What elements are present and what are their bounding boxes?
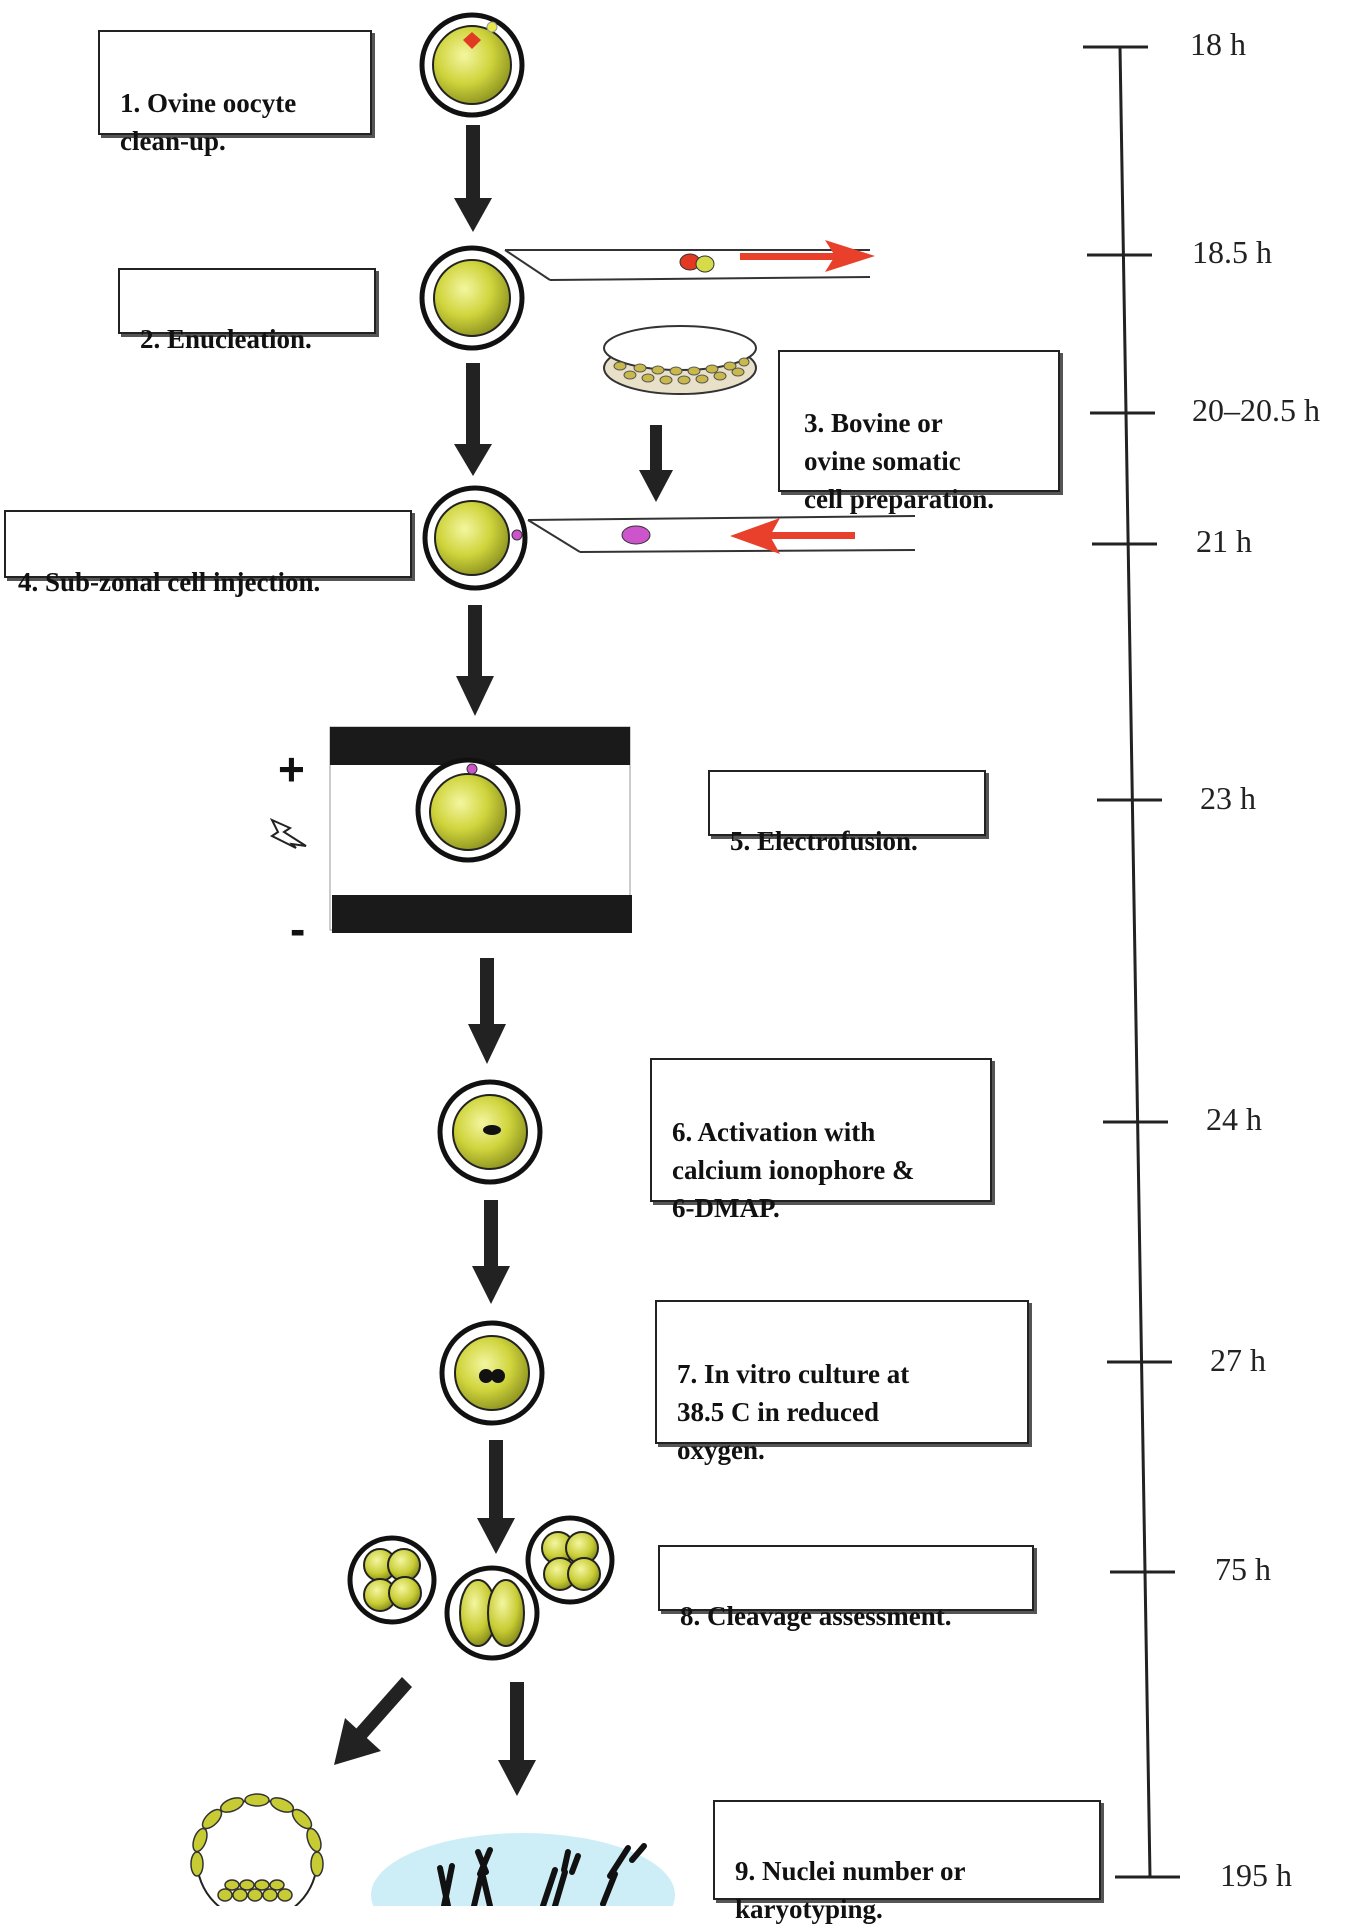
- negative-sign: -: [290, 903, 306, 955]
- arrow-down-icon: [472, 1200, 510, 1304]
- arrow-down-icon: [468, 958, 506, 1064]
- time-label: 21 h: [1196, 523, 1252, 559]
- time-label: 18.5 h: [1192, 234, 1272, 270]
- arrow-down-icon: [498, 1682, 536, 1796]
- step-5-box: 5. Electrofusion.: [708, 770, 986, 856]
- electrofusion-chamber: [329, 726, 632, 933]
- arrow-down-icon: [456, 605, 494, 716]
- step-7-box: 7. In vitro culture at 38.5 C in reduced…: [655, 1300, 1029, 1465]
- time-label: 23 h: [1200, 780, 1256, 816]
- step-3-label: 3. Bovine or ovine somatic cell preparat…: [804, 408, 994, 514]
- step-2-label: 2. Enucleation.: [140, 324, 312, 354]
- step-8-label: 8. Cleavage assessment.: [680, 1601, 952, 1631]
- step-8-box: 8. Cleavage assessment.: [658, 1545, 1034, 1631]
- step-6-label: 6. Activation with calcium ionophore & 6…: [672, 1117, 915, 1223]
- blastocyst-icon: [190, 1793, 324, 1906]
- time-label: 27 h: [1210, 1342, 1266, 1378]
- step-4-box: 4. Sub-zonal cell injection.: [4, 510, 412, 597]
- step-4-label: 4. Sub-zonal cell injection.: [18, 567, 321, 597]
- arrow-down-icon: [454, 125, 492, 232]
- arrow-down-icon: [454, 363, 492, 476]
- pipette-icon: [504, 249, 871, 281]
- oocyte-icon: [437, 1079, 543, 1185]
- step-5-label: 5. Electrofusion.: [730, 826, 918, 856]
- lightning-icon: [269, 817, 307, 849]
- embryo-2-cell-icon: [444, 1565, 540, 1661]
- time-label: 24 h: [1206, 1101, 1262, 1137]
- time-label: 75 h: [1215, 1551, 1271, 1587]
- oocyte-icon: [419, 12, 525, 118]
- step-1-label: 1. Ovine oocyte clean-up.: [120, 88, 297, 156]
- time-label: 195 h: [1220, 1857, 1292, 1893]
- positive-sign: +: [278, 743, 305, 795]
- step-2-box: 2. Enucleation.: [118, 268, 376, 354]
- step-7-label: 7. In vitro culture at 38.5 C in reduced…: [677, 1359, 910, 1465]
- arrow-down-icon: [639, 425, 673, 502]
- oocyte-icon: [422, 485, 528, 591]
- pipette-icon: [527, 515, 916, 553]
- arrow-down-icon: [477, 1440, 515, 1554]
- negative-electrode: [332, 895, 632, 933]
- time-label: 18 h: [1190, 26, 1246, 62]
- timeline-axis: [1083, 45, 1180, 1879]
- step-1-box: 1. Ovine oocyte clean-up.: [98, 30, 372, 156]
- oocyte-icon: [419, 245, 525, 351]
- red-arrow-right-icon: [740, 240, 875, 272]
- petri-dish-icon: [603, 325, 757, 395]
- step-9-label: 9. Nuclei number or karyotyping.: [735, 1856, 966, 1924]
- embryo-4-cell-icon: [525, 1515, 615, 1605]
- red-arrow-left-icon: [730, 518, 855, 554]
- step-3-box: 3. Bovine or ovine somatic cell preparat…: [778, 350, 1060, 514]
- chromosome-icon: [371, 1833, 675, 1906]
- step-6-box: 6. Activation with calcium ionophore & 6…: [650, 1058, 992, 1223]
- arrow-diagonal-icon: [334, 1677, 412, 1765]
- positive-electrode: [330, 727, 630, 765]
- step-9-box: 9. Nuclei number or karyotyping.: [713, 1800, 1101, 1924]
- oocyte-icon: [439, 1320, 545, 1426]
- embryo-4-cell-icon: [347, 1535, 437, 1625]
- time-label: 20–20.5 h: [1192, 392, 1320, 428]
